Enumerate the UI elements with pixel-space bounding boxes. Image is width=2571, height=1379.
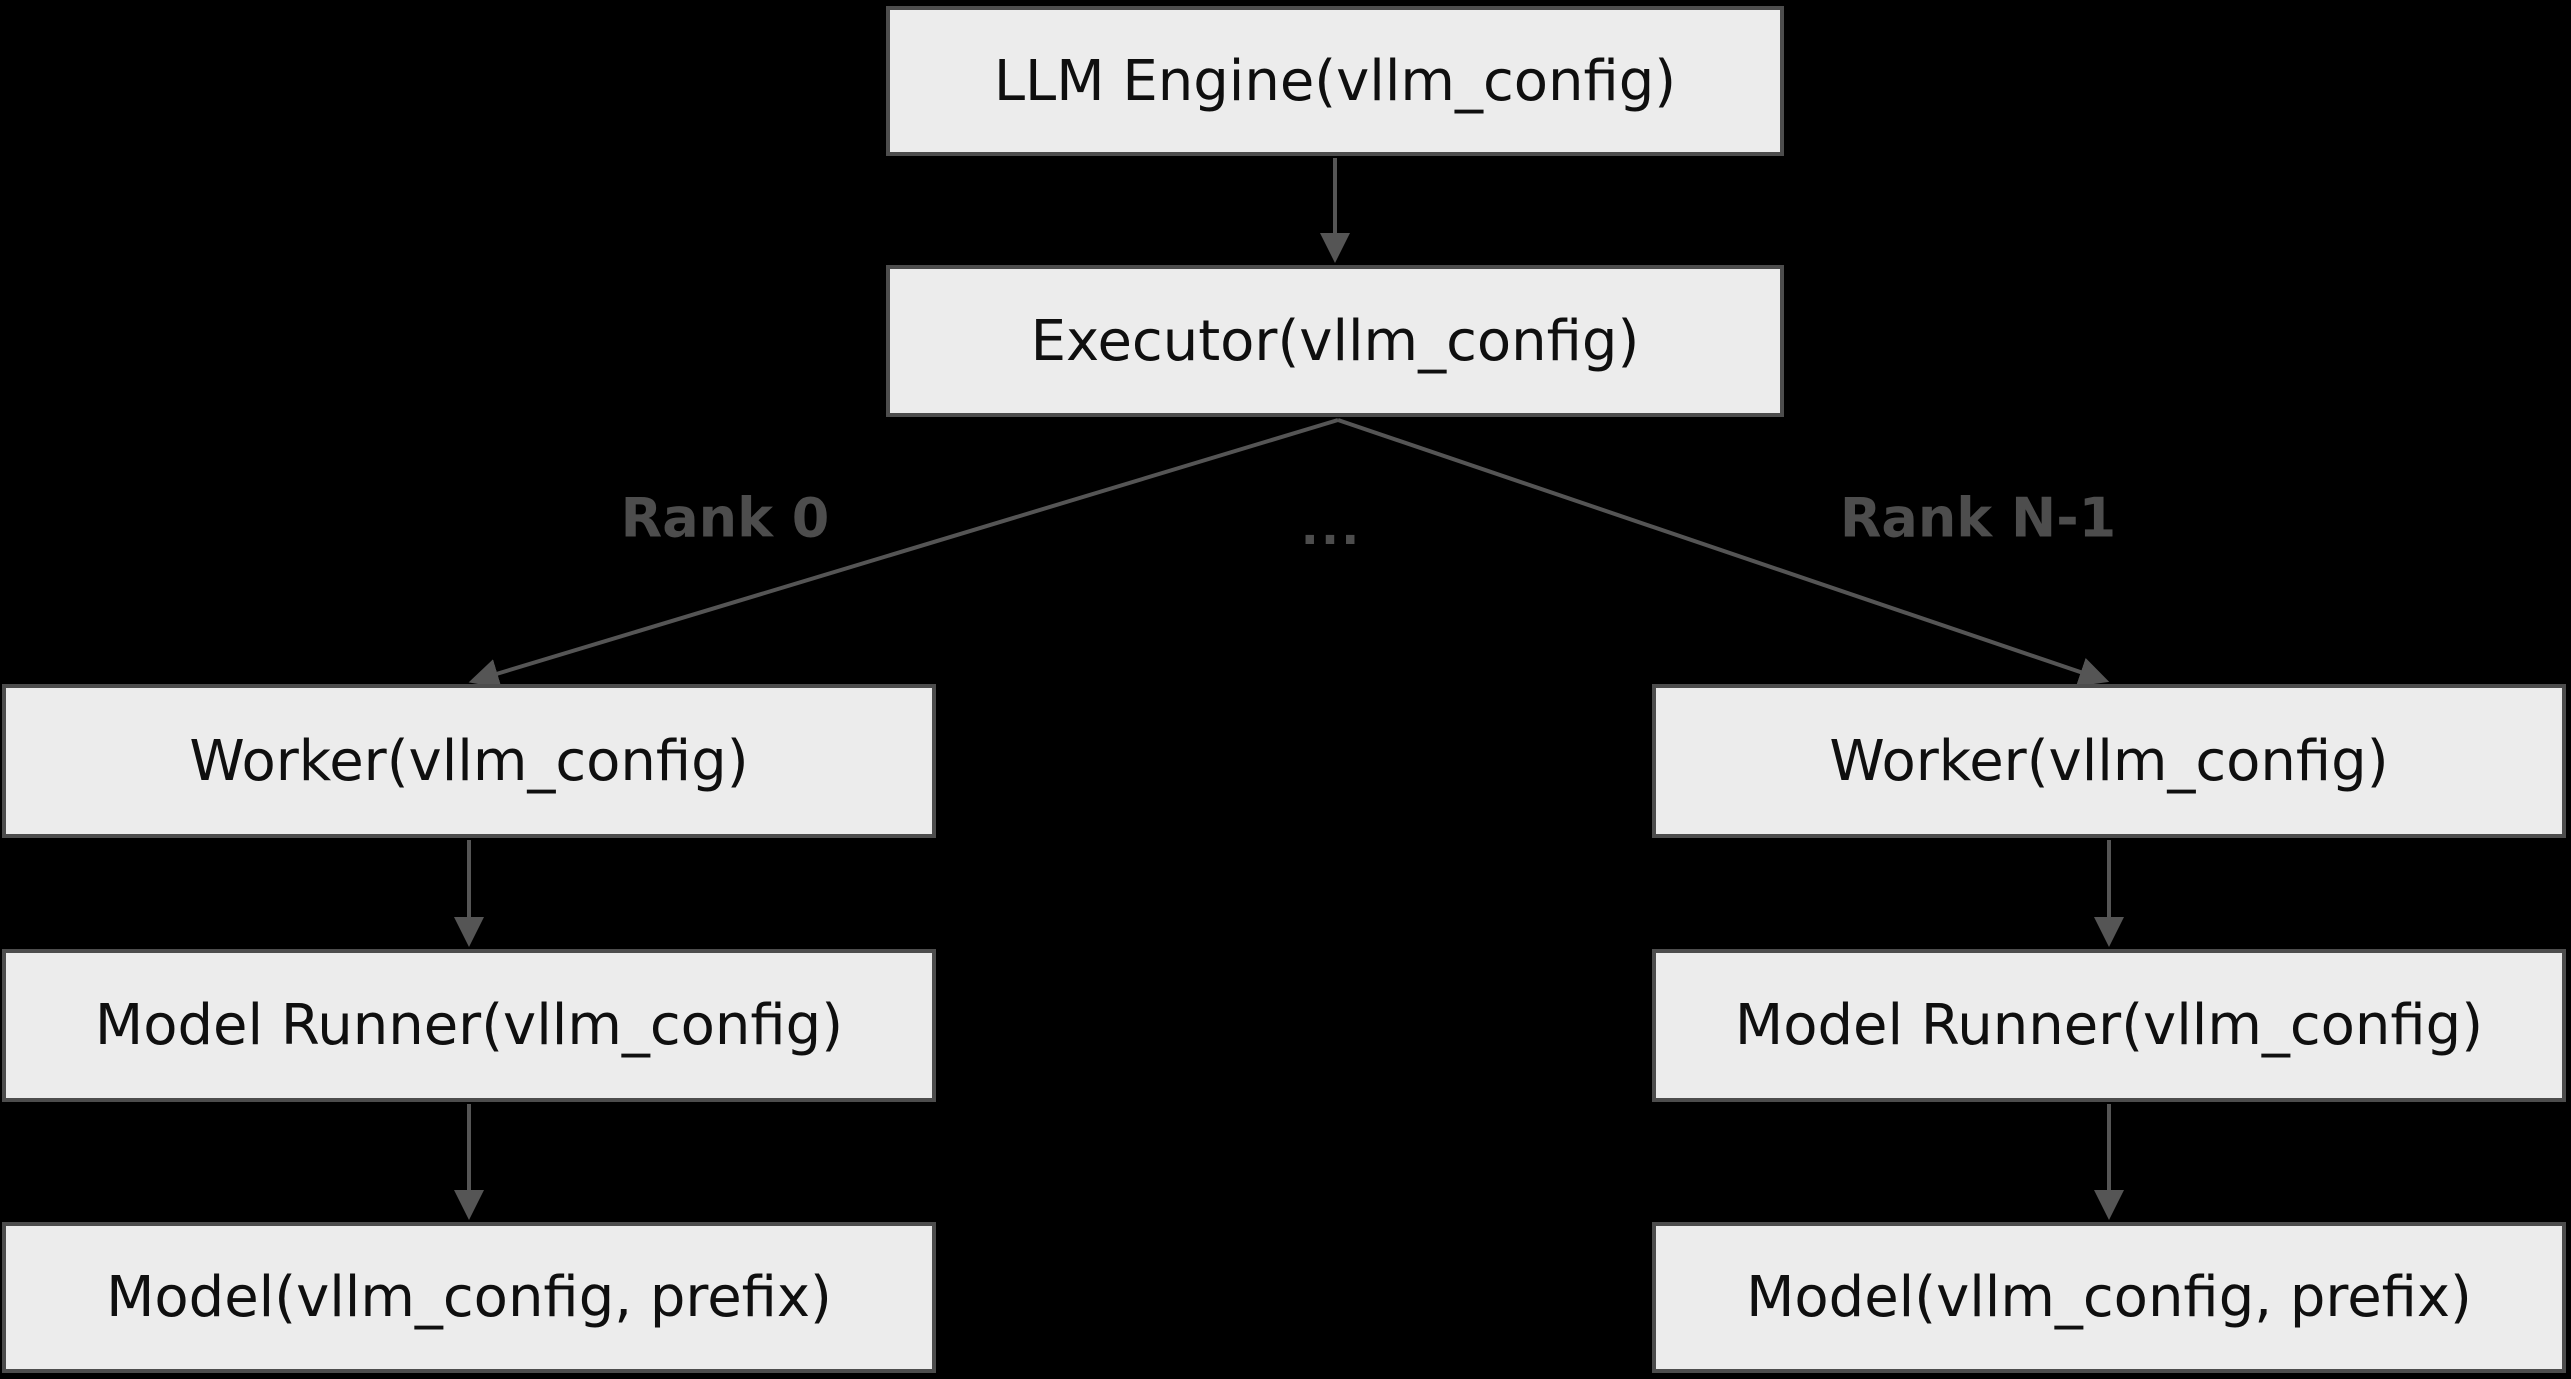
edge-label-ellipsis: ... [1300, 500, 1362, 556]
node-model-runner-rank-n-1: Model Runner(vllm_config) [1652, 949, 2566, 1102]
node-model-runner-rank-0: Model Runner(vllm_config) [2, 949, 936, 1102]
node-model-rank-n-1: Model(vllm_config, prefix) [1652, 1222, 2566, 1373]
edge-label-rank-n-1: Rank N-1 [1839, 486, 2117, 550]
node-llm-engine: LLM Engine(vllm_config) [886, 6, 1784, 156]
node-worker-rank-n-1: Worker(vllm_config) [1652, 684, 2566, 838]
edge-label-rank-0: Rank 0 [620, 486, 830, 550]
node-worker-rank-0: Worker(vllm_config) [2, 684, 936, 838]
edge-executor-to-worker-left [468, 418, 1339, 689]
edge-executor-to-worker-right [1337, 418, 2110, 687]
node-model-rank-0: Model(vllm_config, prefix) [2, 1222, 936, 1373]
node-executor: Executor(vllm_config) [886, 265, 1784, 417]
